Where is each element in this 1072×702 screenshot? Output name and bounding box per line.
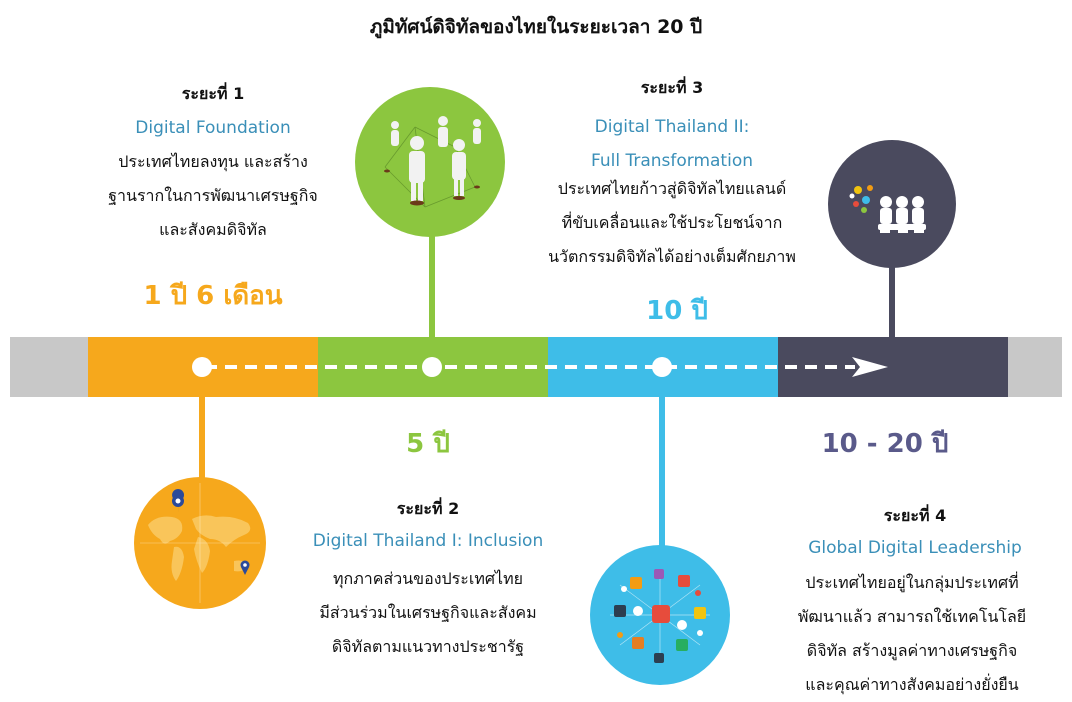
people-network-icon	[355, 87, 505, 237]
stage-1-desc-line: ฐานรากในการพัฒนาเศรษฐกิจ	[108, 186, 318, 205]
stage-4-label: ระยะที่ 4	[883, 506, 947, 525]
stage-4-desc-line: ดิจิทัล สร้างมูลค่าทางเศรษฐกิจ	[806, 641, 1018, 660]
stage-2-desc-line: ดิจิทัลตามแนวทางประชารัฐ	[331, 637, 525, 656]
stage-4-description: ประเทศไทยอยู่ในกลุ่มประเทศที่ พัฒนาแล้ว …	[762, 566, 1062, 702]
stage-3-description: ประเทศไทยก้าวสู่ดิจิทัลไทยแลนด์ ที่ขับเค…	[507, 172, 837, 274]
diagram-title: ภูมิทัศน์ดิจิทัลของไทยในระยะเวลา 20 ปี	[369, 16, 703, 38]
stage-1-desc-line: ประเทศไทยลงทุน และสร้าง	[118, 152, 308, 171]
stage-3-desc-line: ประเทศไทยก้าวสู่ดิจิทัลไทยแลนด์	[557, 179, 787, 198]
stage-2-name: Digital Thailand I: Inclusion	[312, 531, 544, 551]
timeline-node-2	[422, 357, 442, 377]
stem-3	[659, 367, 665, 552]
app-icons-cluster-icon	[590, 545, 730, 685]
stage-2-desc-line: มีส่วนร่วมในเศรษฐกิจและสังคม	[319, 603, 537, 622]
stage-4-duration: 10 - 20 ปี	[821, 429, 949, 459]
stem-1	[199, 367, 205, 507]
stage-4-desc-line: ประเทศไทยอยู่ในกลุ่มประเทศที่	[805, 573, 1019, 592]
stage-4-desc-line: และคุณค่าทางสังคมอย่างยั่งยืน	[805, 675, 1019, 694]
global-leadership-icon	[828, 140, 956, 268]
stage-3-name-line: Digital Thailand II:	[594, 117, 750, 137]
stage-1-name: Digital Foundation	[135, 118, 291, 138]
track-end-cap	[1008, 337, 1062, 397]
stage-3-name: Digital Thailand II: Full Transformation	[527, 110, 817, 178]
stage-4-name: Global Digital Leadership	[808, 538, 1022, 558]
stem-4	[889, 228, 895, 340]
stage-3-desc-line: นวัตกรรมดิจิทัลได้อย่างเต็มศักยภาพ	[548, 247, 796, 266]
stage-1-label: ระยะที่ 1	[181, 84, 245, 103]
stage-2-description: ทุกภาคส่วนของประเทศไทย มีส่วนร่วมในเศรษฐ…	[283, 562, 573, 664]
timeline-node-3	[652, 357, 672, 377]
progress-dashed-line	[205, 365, 855, 369]
stage-3-desc-line: ที่ขับเคลื่อนและใช้ประโยชน์จาก	[561, 213, 783, 232]
stage-2-desc-line: ทุกภาคส่วนของประเทศไทย	[333, 569, 523, 588]
stage-1-duration: 1 ปี 6 เดือน	[143, 281, 283, 311]
stage-2-label: ระยะที่ 2	[396, 499, 460, 518]
location-pin-icon	[172, 489, 185, 515]
stem-2	[429, 230, 435, 367]
stage-4-desc-line: พัฒนาแล้ว สามารถใช้เทคโนโลยี	[797, 607, 1027, 626]
world-map-icon	[134, 477, 266, 609]
stage-3-duration: 10 ปี	[646, 296, 708, 326]
stage-1-description: ประเทศไทยลงทุน และสร้าง ฐานรากในการพัฒนา…	[68, 145, 358, 247]
arrow-right-icon	[852, 357, 888, 377]
stage-1-desc-line: และสังคมดิจิทัล	[159, 220, 267, 239]
stage-2-duration: 5 ปี	[406, 429, 450, 459]
track-start-cap	[10, 337, 88, 397]
timeline-node-1	[192, 357, 212, 377]
stage-3-label: ระยะที่ 3	[640, 78, 704, 97]
stage-3-name-line: Full Transformation	[590, 151, 753, 171]
